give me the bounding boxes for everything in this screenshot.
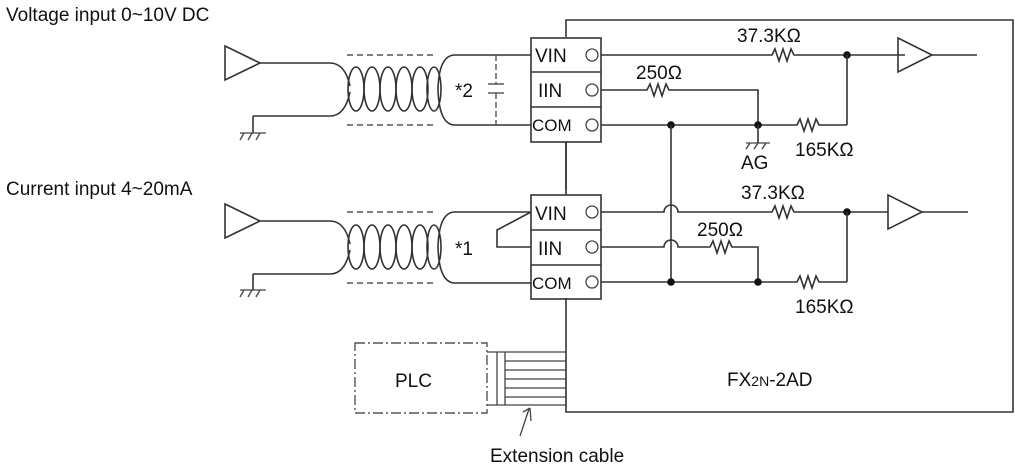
current-input-title: Current input 4~20mA <box>6 179 193 200</box>
svg-text:IIN: IIN <box>538 81 562 102</box>
ch2-twisted-pair-icon <box>347 224 442 270</box>
ch1-capacitor-icon <box>488 55 504 125</box>
svg-text:COM: COM <box>532 274 572 293</box>
module-name: FX2N-2AD <box>727 370 812 391</box>
ch2-terminal-vin[interactable]: VIN <box>535 204 599 225</box>
ch2-resistor-250-label: 250Ω <box>697 220 743 241</box>
ch2-cable-wires <box>437 211 531 284</box>
ch2-resistor-37k-icon <box>601 203 888 221</box>
terminal-screw-icon <box>585 205 599 219</box>
extension-cable-icon <box>487 351 566 406</box>
ch1-terminal-vin[interactable]: VIN <box>535 46 599 67</box>
ch2-resistor-250-icon <box>601 238 759 282</box>
ch2-resistor-165k-icon <box>601 273 847 291</box>
terminal-screw-icon <box>585 118 599 132</box>
voltage-input-title: Voltage input 0~10V DC <box>6 5 209 26</box>
ch1-internal-circuit: AG 37.3KΩ 250Ω 165KΩ <box>601 26 977 282</box>
ch2-ground-icon <box>239 289 266 298</box>
ch1-resistor-250-label: 250Ω <box>636 63 682 84</box>
terminal-screw-icon <box>585 83 599 97</box>
ch2-jumper-wire <box>496 211 532 248</box>
ch2-source-amplifier-icon <box>224 202 262 240</box>
svg-text:COM: COM <box>532 116 572 135</box>
ch1-amplifier-icon <box>897 36 934 74</box>
ch2-terminal-com[interactable]: COM <box>532 274 599 293</box>
note-2: *2 <box>455 81 473 102</box>
ch1-resistor-37k-icon <box>601 46 905 64</box>
svg-text:IIN: IIN <box>538 239 562 260</box>
svg-text:VIN: VIN <box>535 204 567 225</box>
ch1-terminal-iin[interactable]: IIN <box>538 81 599 102</box>
terminal-screw-icon <box>585 240 599 254</box>
ch1-source-amplifier-icon <box>224 44 262 82</box>
ch2-internal-circuit: 37.3KΩ 250Ω 165KΩ <box>601 183 968 318</box>
ch1-cable-wires <box>437 54 531 126</box>
ch1-terminal-block: VIN IIN COM <box>530 37 602 143</box>
ch2-resistor-165k-label: 165KΩ <box>795 297 854 318</box>
ch1-resistor-165k-label: 165KΩ <box>795 140 854 161</box>
module-box <box>565 19 1014 413</box>
ch1-resistor-165k-icon <box>601 116 847 134</box>
analog-ground-icon <box>745 142 770 150</box>
ch1-resistor-37k-label: 37.3KΩ <box>737 26 801 47</box>
extension-cable-label: Extension cable <box>490 446 624 467</box>
terminal-screw-icon <box>585 275 599 289</box>
ch2-terminal-block: VIN IIN COM <box>530 194 602 300</box>
svg-text:VIN: VIN <box>535 46 567 67</box>
note-1: *1 <box>455 239 473 260</box>
ch1-resistor-250-icon <box>601 81 759 125</box>
ch2-source-wires <box>253 220 351 275</box>
ch2-resistor-37k-label: 37.3KΩ <box>741 183 805 204</box>
plc-label: PLC <box>395 371 432 392</box>
ch1-source-wires <box>253 62 351 117</box>
extension-cable-arrow-icon <box>519 407 532 437</box>
ch2-terminal-iin[interactable]: IIN <box>538 239 599 260</box>
ch2-amplifier-icon <box>887 193 924 231</box>
ch1-terminal-com[interactable]: COM <box>532 116 599 135</box>
analog-ground-label: AG <box>741 153 768 174</box>
ch1-ground-icon <box>239 132 266 141</box>
ch1-twisted-pair-icon <box>347 66 442 112</box>
terminal-screw-icon <box>585 48 599 62</box>
ch1-source: *2 <box>224 44 531 141</box>
ch2-source: *1 <box>224 202 532 298</box>
plc-box <box>354 342 488 414</box>
